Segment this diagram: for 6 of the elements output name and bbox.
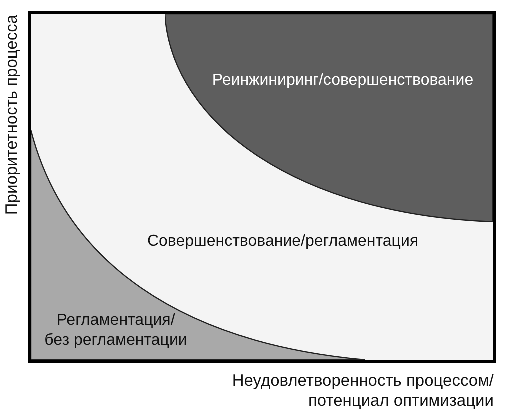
axis-label: Приоритетность процесса xyxy=(2,14,22,216)
region-label: Регламентация/ без регламентации xyxy=(44,311,188,351)
axis-label: Неудовлетворенность процессом/ потенциал оптимизации xyxy=(231,371,494,410)
upper-right-region xyxy=(165,14,493,222)
region-label: Реинжиниринг/совершенствование xyxy=(212,71,474,91)
region-label: Совершенствование/регламентация xyxy=(147,232,419,252)
